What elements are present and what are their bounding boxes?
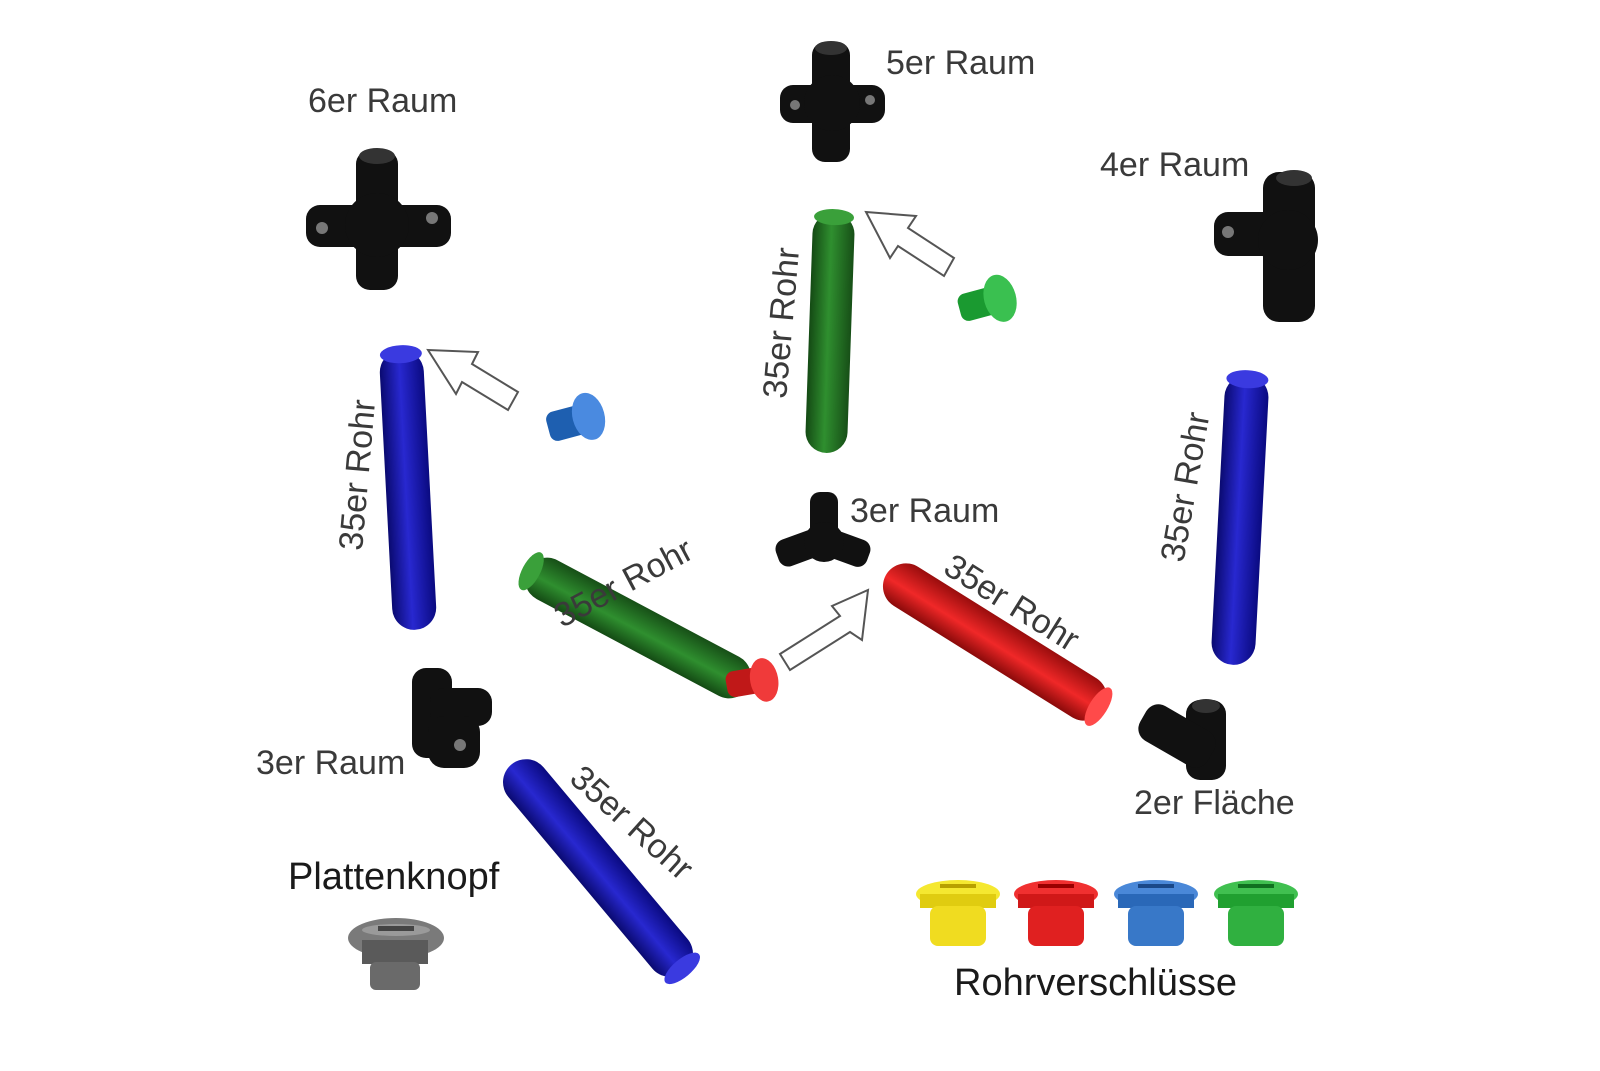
cap-yellow-large-icon: [916, 880, 1000, 946]
pipe-right-vertical: [1211, 370, 1269, 665]
pipe-center-vertical: [805, 209, 855, 453]
cap-blue-icon: [546, 392, 606, 441]
pipe-center-right-diagonal: [882, 563, 1113, 726]
label-plate-knob: Plattenknopf: [288, 856, 500, 898]
pipe-left-vertical: [379, 345, 437, 630]
plate-knob-icon: [348, 918, 444, 990]
arrow-blue-cap-icon: [426, 348, 520, 412]
connector-three-room-left-icon: [412, 668, 492, 768]
label-three-room-left: 3er Raum: [256, 744, 406, 782]
label-five-room: 5er Raum: [886, 44, 1036, 82]
arrow-red-cap-icon: [778, 588, 870, 672]
label-pipe-caps: Rohrverschlüsse: [954, 962, 1237, 1004]
cap-red-icon: [725, 658, 779, 702]
label-two-surface: 2er Fläche: [1134, 784, 1295, 822]
connector-six-room-icon: [306, 148, 451, 290]
pipe-bottom-diagonal: [503, 759, 701, 985]
cap-green-large-icon: [1214, 880, 1298, 946]
label-three-room-center: 3er Raum: [850, 492, 1000, 530]
connector-two-surface-icon: [1138, 699, 1226, 780]
pipe-center-left-diagonal: [518, 552, 751, 699]
arrow-green-cap-icon: [864, 210, 956, 278]
connector-four-room-icon: [1214, 170, 1318, 322]
label-six-room: 6er Raum: [308, 82, 458, 120]
connector-three-room-center-icon: [775, 492, 871, 567]
label-four-room: 4er Raum: [1100, 146, 1250, 184]
cap-green-icon: [957, 274, 1017, 322]
cap-red-large-icon: [1014, 880, 1098, 946]
cap-blue-large-icon: [1114, 880, 1198, 946]
connector-five-room-icon: [780, 41, 885, 162]
